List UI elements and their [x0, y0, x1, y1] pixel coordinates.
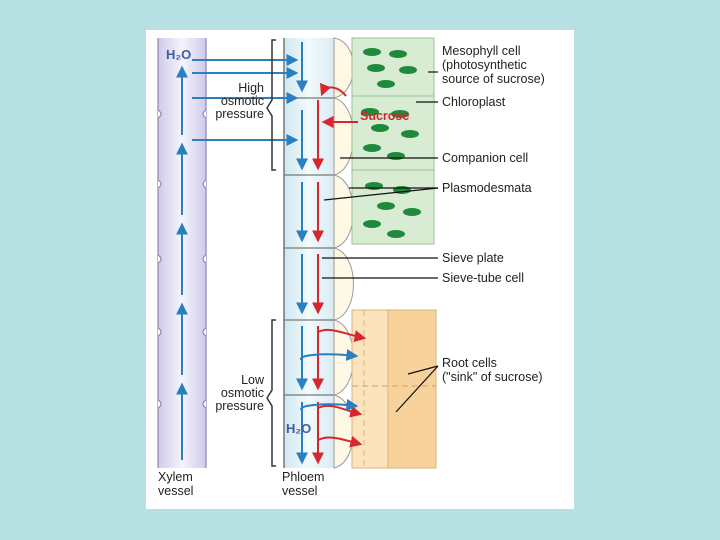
water-arrows-in [192, 54, 299, 146]
xylem-h2o-label: H₂O [166, 47, 192, 62]
diagram-panel: H₂O High osmotic pressure Sucrose Mesoph… [146, 30, 574, 509]
water-arrows-out [300, 349, 359, 411]
sieve-plate-label: Sieve plate [442, 251, 504, 265]
plasmodesmata-label: Plasmodesmata [442, 181, 532, 195]
sucrose-unloading-arrows [317, 328, 367, 448]
phloem-vessel [283, 38, 335, 468]
sucrose-label: Sucrose [360, 109, 410, 123]
root-cells [351, 309, 437, 469]
root-cells-label: Root cells ("sink" of sucrose) [442, 356, 543, 384]
leader-lines [322, 71, 439, 413]
phloem-flow-arrows [296, 42, 324, 465]
low-pressure-label: Low osmotic pressure [215, 373, 264, 413]
mesophyll-label: Mesophyll cell (photosynthetic source of… [442, 44, 545, 86]
high-pressure-label: High osmotic pressure [215, 81, 264, 121]
chloroplast-label: Chloroplast [442, 95, 506, 109]
companion-cell-label: Companion cell [442, 151, 529, 165]
mesophyll-cells [351, 37, 435, 245]
pressure-brackets [266, 39, 276, 467]
phloem-vessel-label: Phloem vessel [282, 470, 325, 498]
sucrose-loading-arrows [320, 82, 358, 128]
companion-cells [333, 37, 354, 469]
sieve-tube-label: Sieve-tube cell [442, 271, 524, 285]
xylem-vessel-label: Xylem vessel [158, 470, 194, 498]
phloem-h2o-label: H₂O [286, 421, 312, 436]
xylem-vessel [157, 38, 207, 468]
phloem-transport-diagram [157, 37, 439, 469]
